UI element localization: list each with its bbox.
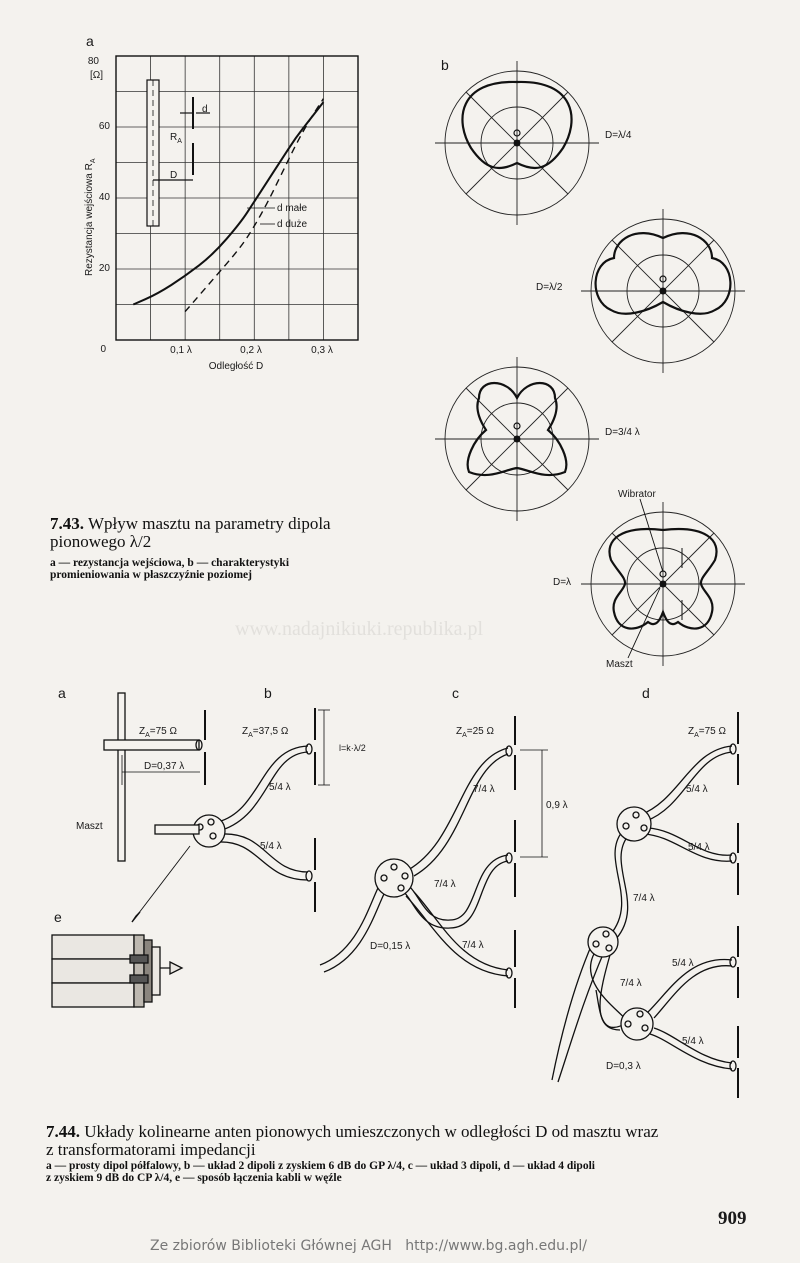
- y-axis-label: Rezystancja wejściowa RA: [84, 158, 97, 276]
- fig744-letter-d: d: [642, 685, 650, 701]
- b-length: l=k·λ/2: [339, 743, 366, 753]
- fig744-letter-c: c: [452, 685, 459, 701]
- fig743-subtitle-line1: a — rezystancja wejściowa, b — charakter…: [50, 557, 290, 569]
- maszt-label: Maszt: [606, 659, 633, 670]
- fig743-panel-a-letter: a: [86, 33, 94, 49]
- y-tick-40: 40: [99, 192, 111, 203]
- polar-label-half: D=λ/2: [536, 282, 563, 293]
- curve-d-large: [184, 98, 325, 313]
- x-tick-02: 0,2 λ: [240, 345, 262, 356]
- polar-d-quarter: [435, 61, 599, 225]
- d-five-quarter-2: 5/4 λ: [688, 842, 710, 853]
- fig744-letter-a: a: [58, 685, 66, 701]
- polar-label-full: D=λ: [553, 577, 571, 588]
- polar-label-quarter: D=λ/4: [605, 130, 632, 141]
- b-five-quarter-2: 5/4 λ: [260, 841, 282, 852]
- x-tick-03: 0,3 λ: [311, 345, 333, 356]
- c-impedance: ZA=25 Ω: [456, 726, 495, 739]
- d-seven-quarter-2: 7/4 λ: [620, 978, 642, 989]
- fig744-caption-number: 7.44.: [46, 1122, 80, 1141]
- b-five-quarter-1: 5/4 λ: [269, 782, 291, 793]
- polar-d-full: [581, 498, 745, 666]
- a-maszt: Maszt: [76, 821, 103, 832]
- c-seven-quarter-3: 7/4 λ: [462, 940, 484, 951]
- d-five-quarter-3: 5/4 λ: [672, 958, 694, 969]
- y-tick-20: 20: [99, 263, 111, 274]
- d-five-quarter-1: 5/4 λ: [686, 784, 708, 795]
- watermark: www.nadajnikiuki.republika.pl: [235, 618, 484, 640]
- inset-d: d: [202, 104, 208, 115]
- d-seven-quarter-1: 7/4 λ: [633, 893, 655, 904]
- curve-d-small: [132, 101, 325, 306]
- b-impedance: ZA=37,5 Ω: [242, 726, 289, 739]
- page-number: 909: [718, 1208, 747, 1229]
- fig744-letter-b: b: [264, 685, 272, 701]
- x-tick-01: 0,1 λ: [170, 345, 192, 356]
- d-impedance: ZA=75 Ω: [688, 726, 727, 739]
- fig744-caption-line1: Układy kolinearne anten pionowych umiesz…: [84, 1122, 659, 1141]
- footer-credit: Ze zbiorów Biblioteki Głównej AGH http:/…: [150, 1238, 587, 1254]
- fig744-subtitle-line2: z zyskiem 9 dB do CP λ/4, e — sposób łąc…: [46, 1172, 342, 1184]
- fig744-letter-e: e: [54, 909, 62, 925]
- x-axis-label: Odległość D: [209, 361, 263, 372]
- fig743-caption-title: 7.43. Wpływ masztu na parametry dipola p…: [50, 515, 350, 551]
- a-distance: D=0,37 λ: [144, 761, 184, 772]
- fig744-caption-title: 7.44. Układy kolinearne anten pionowych …: [46, 1123, 746, 1159]
- graph-frame: [115, 55, 359, 341]
- inset-ra: RA: [170, 132, 182, 145]
- c-seven-quarter-1: 7/4 λ: [473, 784, 495, 795]
- legend-d-large: d duże: [277, 219, 307, 230]
- y-tick-60: 60: [99, 121, 111, 132]
- graph-inset-sketch: [146, 79, 210, 227]
- resistance-graph: [Ω] 80 60 40 20 0 0,1 λ 0,2 λ 0,3 λ Odle…: [84, 55, 359, 372]
- c-seven-quarter-2: 7/4 λ: [434, 879, 456, 890]
- c-distance-09: 0,9 λ: [546, 800, 568, 811]
- polar-label-three-quarter: D=3/4 λ: [605, 427, 640, 438]
- d-five-quarter-4: 5/4 λ: [682, 1036, 704, 1047]
- legend-d-small: d małe: [277, 203, 307, 214]
- d-distance: D=0,3 λ: [606, 1061, 641, 1072]
- inset-D: D: [170, 170, 177, 181]
- y-tick-0: 0: [100, 344, 106, 355]
- fig744-caption-line2: z transformatorami impedancji: [46, 1140, 256, 1159]
- polar-d-half: [581, 209, 745, 373]
- fig743-caption-line1: Wpływ masztu na parametry dipola: [87, 514, 331, 533]
- polar-d-three-quarter: [435, 357, 599, 521]
- fig743-panel-b-letter: b: [441, 57, 449, 73]
- c-distance: D=0,15 λ: [370, 941, 410, 952]
- fig743-caption-number: 7.43.: [50, 514, 84, 533]
- a-impedance: ZA=75 Ω: [139, 726, 178, 739]
- fig743-caption-line2: pionowego λ/2: [50, 532, 152, 551]
- panel-e-cable-junction: [51, 934, 184, 1008]
- fig744-subtitle-line1: a — prosty dipol półfalowy, b — układ 2 …: [46, 1160, 595, 1172]
- panel-a-dipole: [103, 692, 206, 862]
- y-tick-80: 80: [88, 56, 100, 67]
- fig744-caption-subtitle: a — prosty dipol półfalowy, b — układ 2 …: [46, 1160, 766, 1184]
- y-unit: [Ω]: [90, 70, 103, 81]
- wibrator-label: Wibrator: [618, 489, 656, 500]
- panel-c-three-dipoles: [319, 716, 548, 1008]
- panel-d-four-dipoles: [551, 712, 739, 1098]
- fig743-subtitle-line2: promieniowania w płaszczyźnie poziomej: [50, 569, 252, 581]
- fig743-caption-subtitle: a — rezystancja wejściowa, b — charakter…: [50, 557, 350, 581]
- panel-b-two-dipoles: [131, 708, 330, 923]
